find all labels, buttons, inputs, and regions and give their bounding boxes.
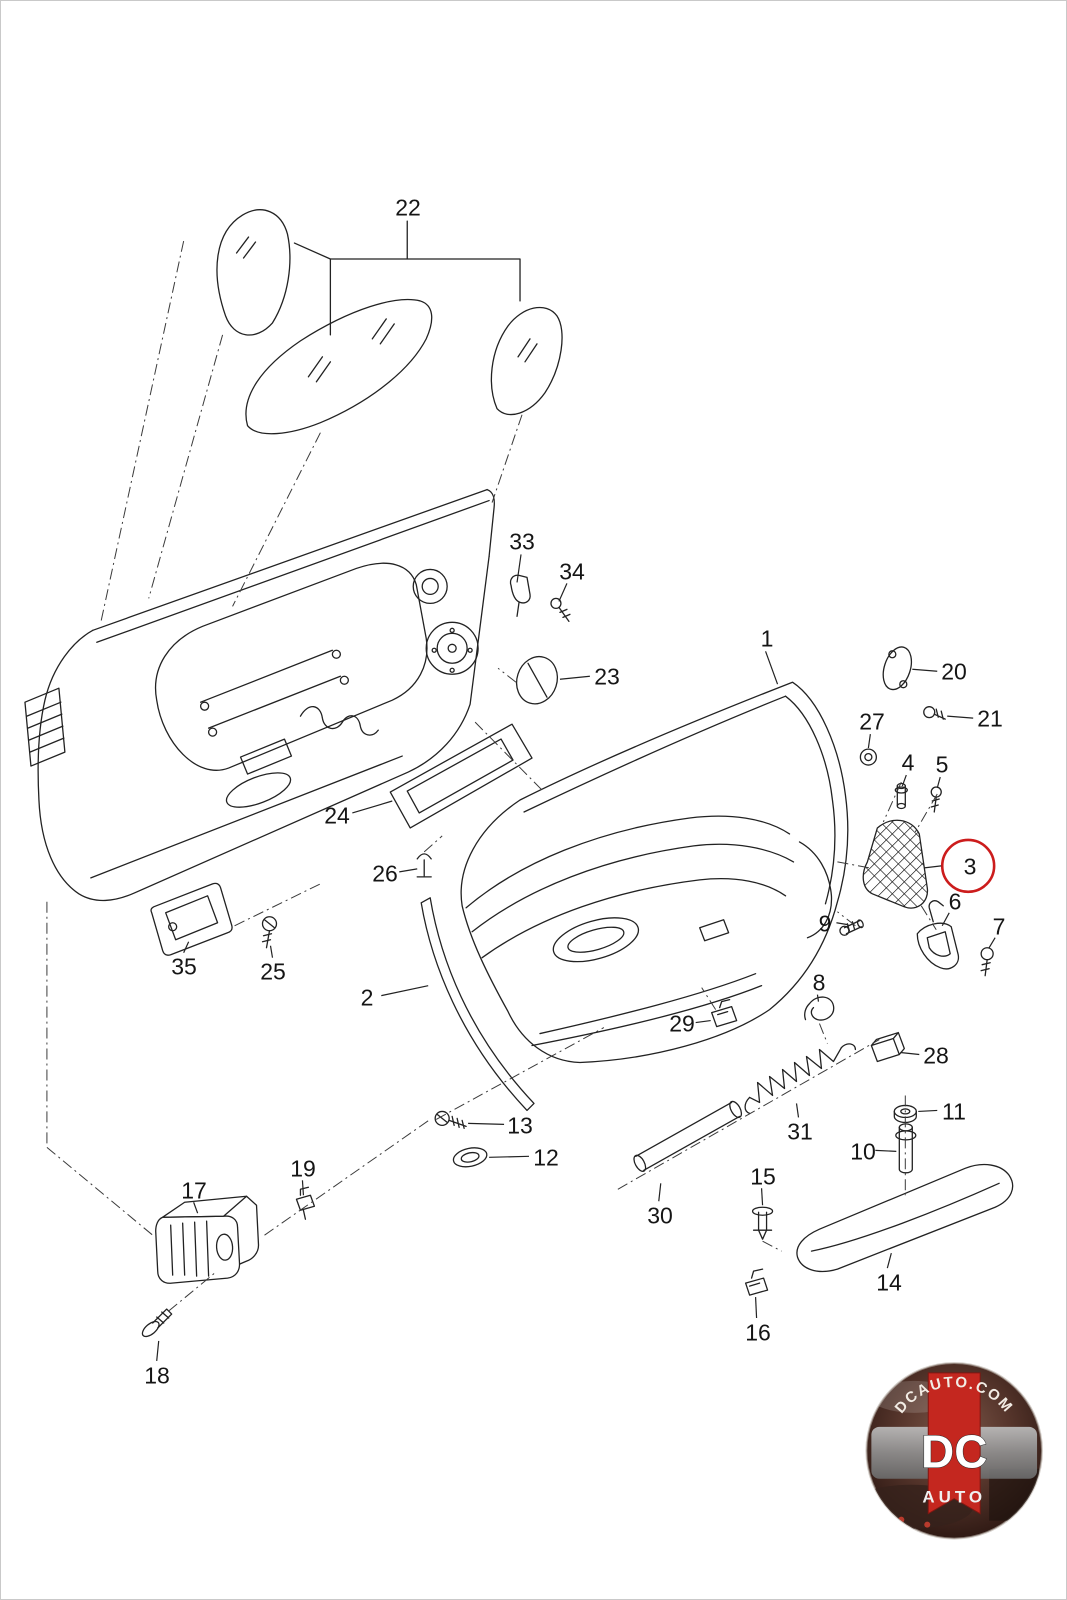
leader-6	[941, 912, 950, 927]
leader-2	[381, 985, 429, 997]
part-35-trim-plate	[150, 882, 233, 956]
part-21-screw	[923, 706, 946, 720]
part-14-armrest	[796, 1163, 1014, 1273]
leader-8	[816, 994, 820, 1002]
highlight-circle-part-3	[940, 838, 996, 894]
leader-12	[489, 1155, 530, 1158]
door-speaker	[425, 621, 479, 675]
part-17-speaker-box	[155, 1195, 260, 1284]
part-16-clip	[744, 1268, 769, 1296]
part-2-seal-strip	[420, 897, 535, 1112]
part-23-disc	[515, 655, 559, 705]
part-15-clip	[751, 1206, 774, 1240]
part-3-speaker-grille	[862, 819, 929, 909]
leader-24	[352, 800, 393, 814]
dcauto-logo: DCAUTO.COM DC AUTO	[865, 1361, 1044, 1540]
part-25-screw	[261, 916, 278, 949]
leader-29	[695, 1019, 711, 1024]
part-7-screw	[980, 947, 994, 977]
logo-main-text: DC	[921, 1426, 987, 1478]
part-19-clip	[295, 1186, 316, 1220]
part-24-mounting-plate	[389, 723, 533, 829]
leader-7	[988, 937, 996, 949]
leader-35	[183, 941, 190, 953]
part-9-stud	[839, 919, 864, 936]
leader-13	[468, 1122, 505, 1125]
part-29-clip	[711, 998, 738, 1028]
leader-9	[836, 922, 849, 926]
leader-lines	[156, 554, 996, 1362]
part-20-bracket	[882, 646, 913, 691]
leader-11	[918, 1109, 938, 1113]
leader-25	[269, 945, 274, 958]
leader-17	[193, 1202, 199, 1214]
leader-10	[875, 1149, 897, 1152]
part-30-tube	[633, 1100, 743, 1172]
leader-21	[947, 715, 974, 719]
leader-1	[765, 651, 779, 685]
leader-18	[156, 1340, 160, 1362]
leader-15	[760, 1188, 764, 1206]
leader-26	[399, 868, 418, 873]
part-18-screw	[141, 1308, 173, 1338]
leader-4	[901, 774, 907, 787]
leader-33	[516, 554, 522, 583]
door-shell	[24, 488, 495, 902]
vent-grille	[24, 687, 66, 767]
leader-19	[301, 1180, 305, 1196]
part-5-screw	[930, 786, 942, 813]
part-4-pin	[894, 782, 908, 810]
part-6-mirror-bracket	[916, 900, 960, 970]
logo-ribbon	[927, 1372, 981, 1515]
window-switch-cutout	[699, 919, 730, 942]
logo-tail-light	[924, 1521, 931, 1528]
door-latch	[239, 738, 293, 775]
part-22-window-glasses	[216, 209, 563, 435]
window-motor	[412, 568, 448, 605]
part-13-screw	[434, 1110, 467, 1130]
leader-31	[795, 1103, 800, 1118]
part-28-block	[870, 1031, 905, 1063]
leader-30	[658, 1183, 662, 1202]
leader-5	[936, 776, 941, 789]
assembly-center-lines	[46, 240, 938, 1312]
part-12-grommet	[452, 1147, 488, 1168]
part-27-nut	[859, 748, 878, 766]
part-31-spring	[744, 1043, 857, 1115]
leader-34	[558, 583, 568, 602]
leader-23	[559, 675, 590, 680]
door-pull-cup	[552, 917, 640, 963]
door-wiring-harness	[299, 706, 379, 736]
leader-27	[867, 734, 871, 749]
door-inner-handle	[225, 772, 292, 808]
leader-14	[886, 1252, 892, 1269]
part-26-clip	[416, 853, 432, 878]
part-33-bracket	[509, 574, 531, 617]
leader-16	[754, 1297, 758, 1319]
label-bracket-22	[293, 220, 521, 336]
part-34-screw	[550, 597, 571, 622]
leader-3	[924, 865, 942, 869]
part-8-spring-hook	[804, 996, 835, 1021]
part-1-door-trim-panel	[460, 681, 849, 1064]
leader-20	[912, 668, 938, 672]
logo-sub-text: AUTO	[922, 1488, 986, 1507]
leader-28	[900, 1051, 920, 1056]
